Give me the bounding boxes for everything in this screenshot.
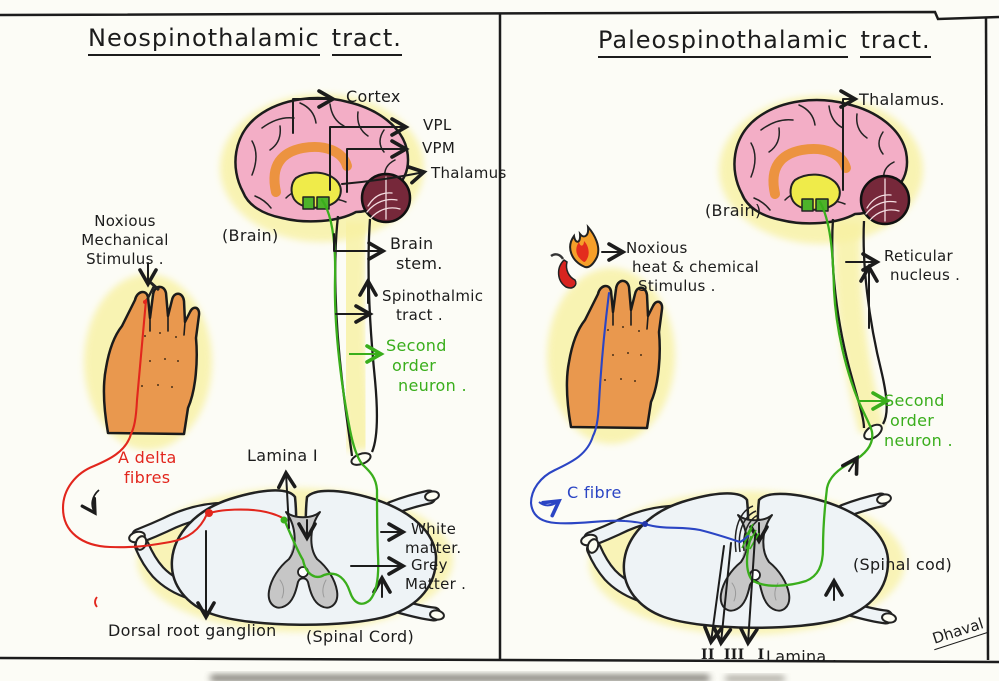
label-noxious-mechanical-stimulus: Noxious Mechanical Stimulus . <box>81 212 169 268</box>
label-brain-left: (Brain) <box>222 226 279 245</box>
red-tick-mark <box>94 596 98 608</box>
left-hand-drawing <box>84 274 212 450</box>
left-second-order-neuron-path <box>282 198 380 605</box>
chili-pepper-icon <box>550 253 577 289</box>
label-second-order-neuron-right: Second order neuron . <box>884 391 953 450</box>
label-lamina-numerals: II III I <box>701 647 765 663</box>
label-vpm: VPM <box>422 139 456 157</box>
a-delta-fibre-path <box>61 298 286 549</box>
c-fibre-path <box>529 291 750 544</box>
label-thalamus-right: Thalamus. <box>859 90 945 109</box>
lamina-one-synapse <box>280 516 288 524</box>
left-annotation-arrows <box>138 89 428 621</box>
label-lamina-one: Lamina I <box>247 446 318 465</box>
label-vpl: VPL <box>423 116 452 134</box>
page-borders <box>0 10 999 664</box>
label-noxious-heat-chemical-stimulus: Noxious heat & chemical Stimulus . <box>626 239 759 295</box>
label-second-order-neuron-left: Second order neuron . <box>386 336 467 395</box>
label-spinal-cord-left: (Spinal Cord) <box>306 627 415 646</box>
label-brain-right: (Brain) <box>705 201 762 220</box>
label-cortex: Cortex <box>346 87 401 106</box>
label-c-fibre: C fibre <box>567 483 622 502</box>
dorsal-root-ganglion-cell <box>205 509 213 517</box>
label-spinal-cord-right: (Spinal cod) <box>853 555 953 574</box>
label-thalamus-left: Thalamus <box>431 164 507 182</box>
flame-icon <box>569 223 600 269</box>
label-dorsal-root-ganglion: Dorsal root ganglion <box>108 621 277 640</box>
c-fibre-branch-point <box>642 521 648 527</box>
label-lamina: Lamina . <box>766 647 838 666</box>
right-annotation-arrows <box>601 89 881 647</box>
right-hand-drawing <box>547 223 675 444</box>
scan-edge-smudge <box>210 675 785 681</box>
